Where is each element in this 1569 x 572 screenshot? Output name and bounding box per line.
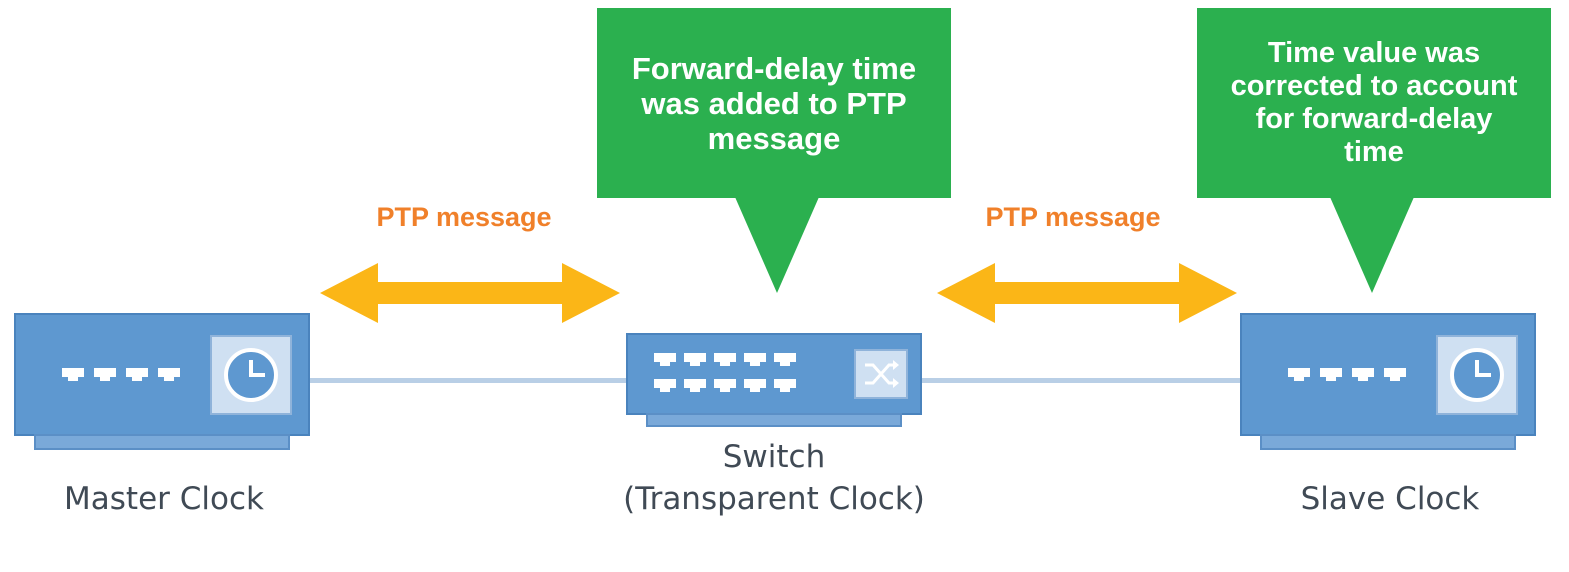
port-icon [1384,368,1406,381]
port-icon [158,368,180,381]
port-icon [744,353,766,366]
slave-clock-base [1260,434,1516,450]
port-icon [94,368,116,381]
switch-callout-tail [735,197,819,293]
slave-callout-tail [1330,197,1414,293]
switch-label: Switch (Transparent Clock) [623,439,925,517]
link-switch-slave [918,378,1248,383]
double-arrow-right-icon [937,263,1237,323]
master-clock-device [14,313,310,436]
port-icon [684,379,706,392]
shuffle-icon [865,360,899,388]
port-icon [1320,368,1342,381]
clock-icon [224,348,278,402]
clock-panel [210,335,292,415]
slave-clock-label: Slave Clock [1300,481,1480,517]
port-icon [62,368,84,381]
master-clock-base [34,434,290,450]
clock-icon [1450,348,1504,402]
port-icon [126,368,148,381]
master-clock-label: Master Clock [64,481,264,517]
ptp-message-label-right: PTP message [985,202,1161,232]
port-icon [714,379,736,392]
port-icon [774,379,796,392]
switch-base [646,413,902,427]
switch-callout: Forward-delay time was added to PTP mess… [597,8,951,198]
port-icon [654,353,676,366]
port-icon [684,353,706,366]
slave-callout: Time value was corrected to account for … [1197,8,1551,198]
slave-callout-text: Time value was corrected to account for … [1230,37,1518,168]
port-icon [744,379,766,392]
clock-panel [1436,335,1518,415]
port-icon [654,379,676,392]
switch-callout-text: Forward-delay time was added to PTP mess… [631,50,917,156]
port-icon [774,353,796,366]
port-icon [1288,368,1310,381]
link-master-switch [305,378,635,383]
double-arrow-left-icon [320,263,620,323]
ptp-message-label-left: PTP message [376,202,552,232]
switch-panel [854,349,908,399]
port-icon [1352,368,1374,381]
slave-clock-device [1240,313,1536,436]
port-icon [714,353,736,366]
switch-device [626,333,922,415]
